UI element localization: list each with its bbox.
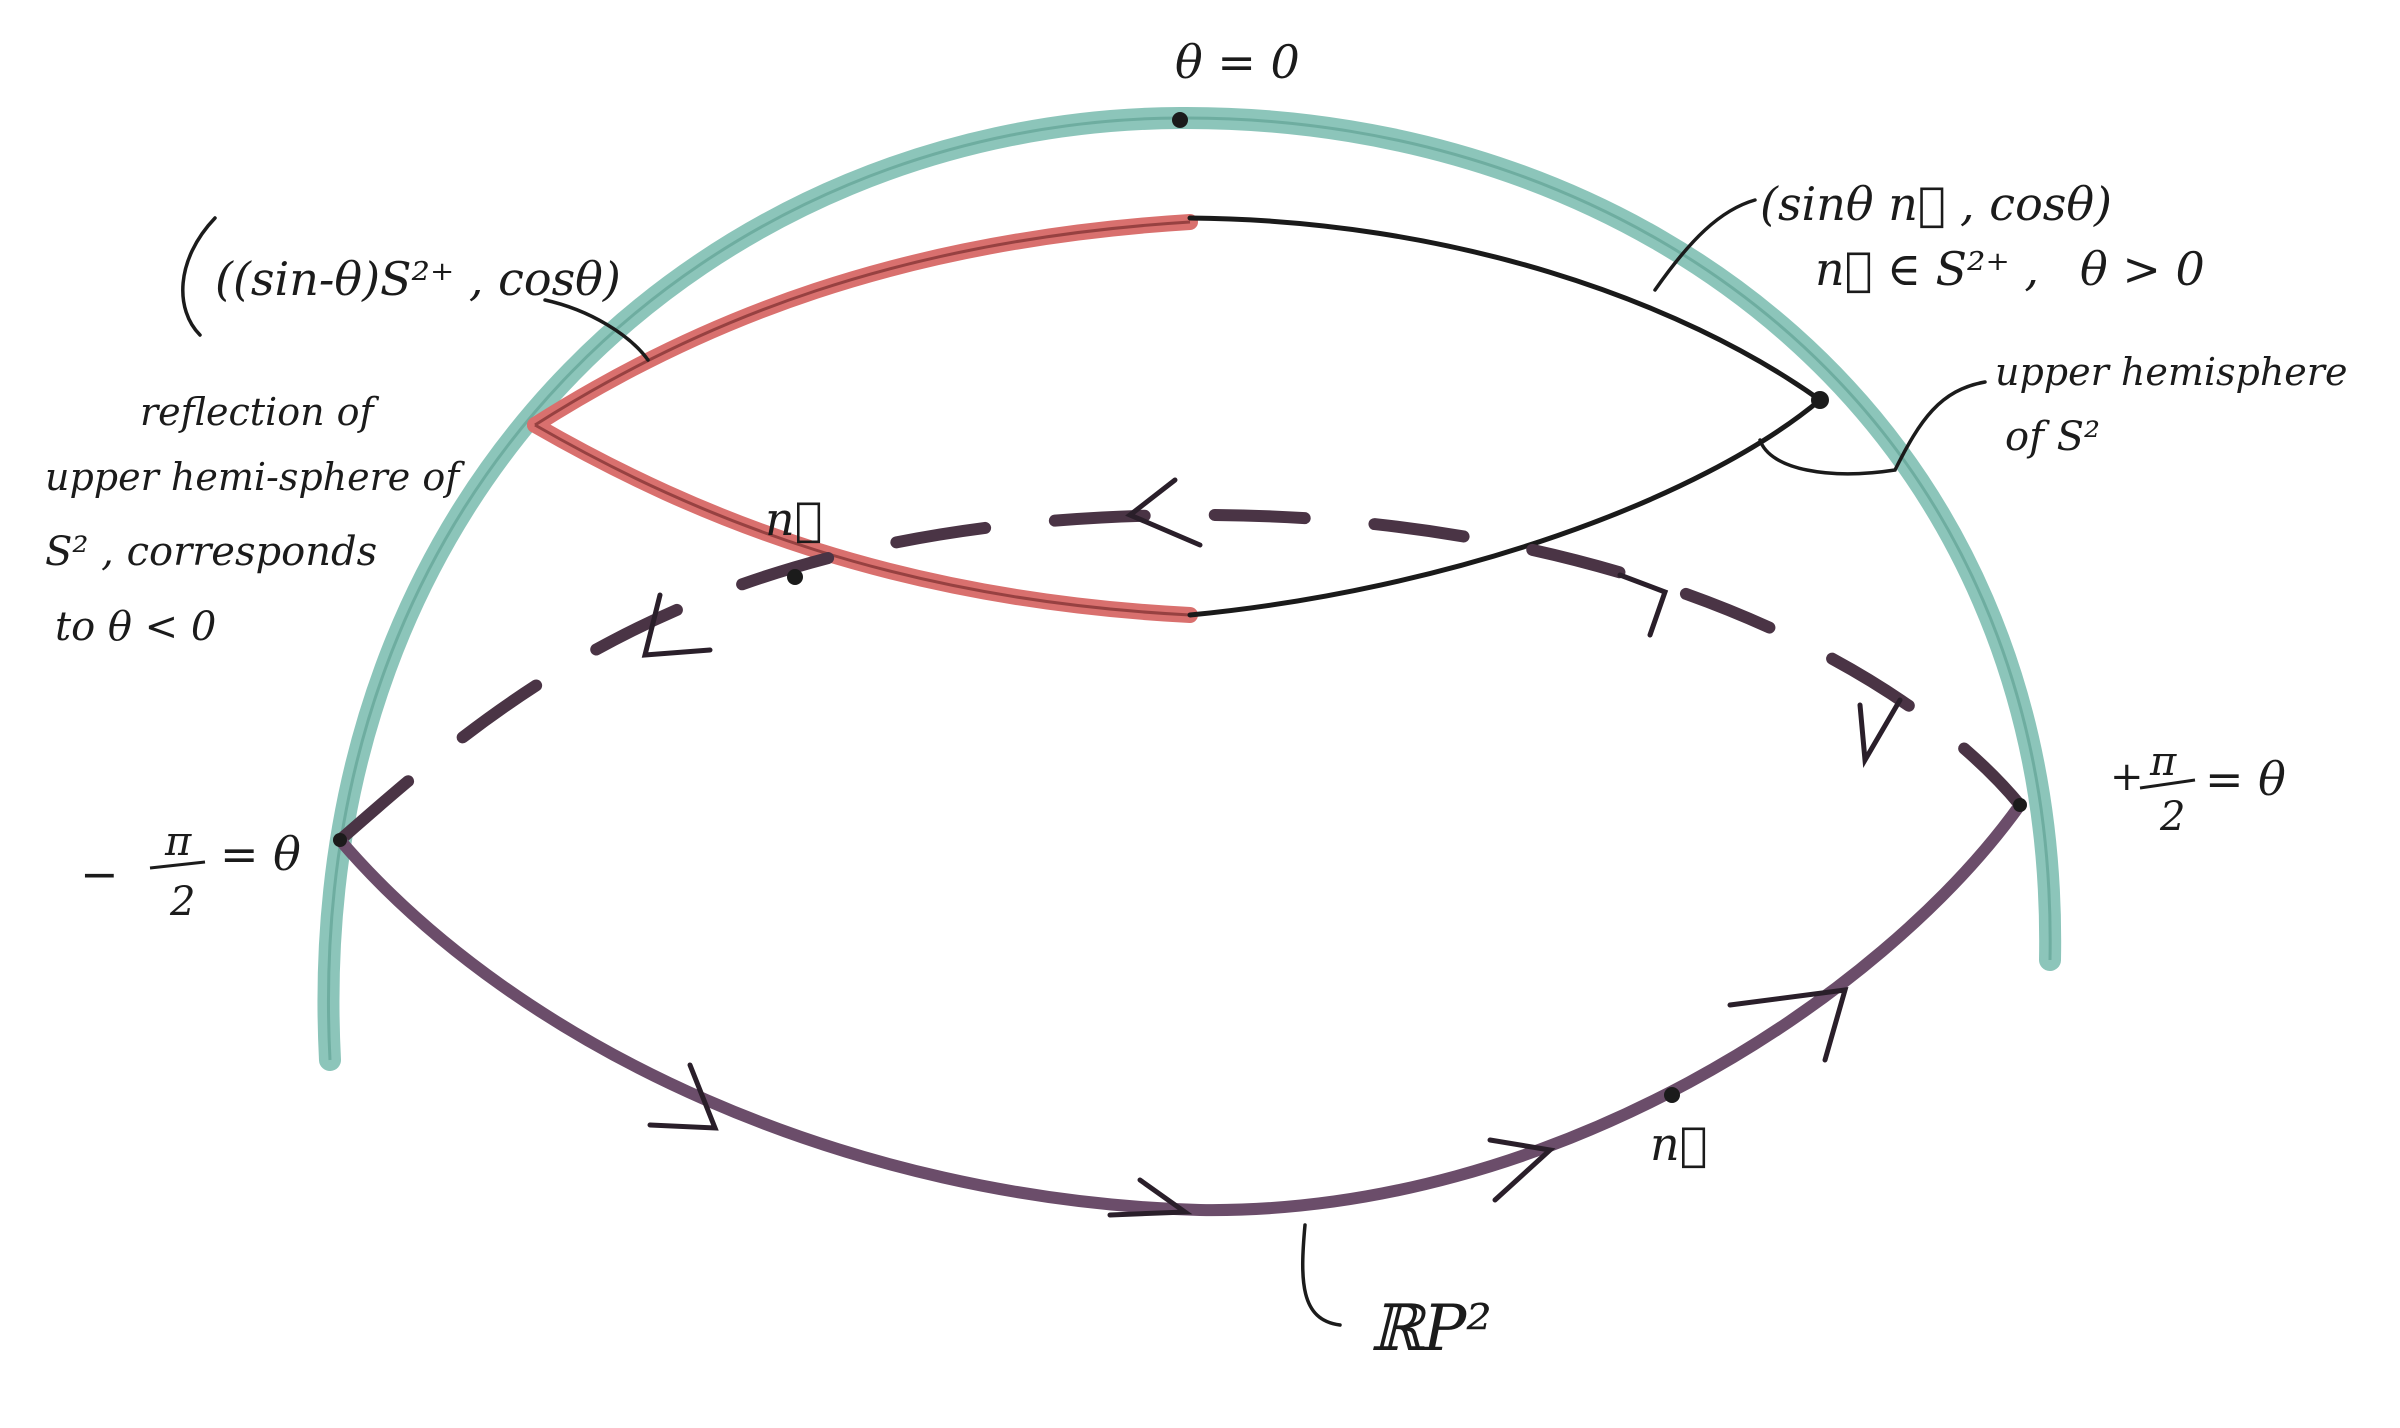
black-upper-curve [1187,215,1823,403]
label-top-right-cond-n: n⃗ ∈ S²⁺ , [1815,242,2039,296]
left-angle-bar [149,860,206,870]
left-angle-sign: − [80,847,119,901]
label-left-angle: − π 2 = θ [80,819,301,925]
right-angle-eq: = θ [2205,752,2286,806]
dashed-back-curve [334,508,2026,846]
arrow-front-3 [1487,1137,1556,1203]
left-vertex-point [333,833,347,847]
arrow-back-4 [1857,697,1903,769]
black-lower-curve [1187,397,1823,618]
arrow-front-4 [1727,987,1849,1063]
n-vec-bottom-point [1664,1087,1680,1103]
label-n-vec-bottom: n⃗ [1650,1117,1707,1171]
label-top-right-cond-theta: θ > 0 [2080,242,2205,296]
label-top-theta: θ = 0 [1175,35,1300,89]
front-arrows [647,987,1849,1218]
label-top-right-point: (sinθ n⃗ , cosθ) [1760,177,2112,231]
n-vec-top-point [787,569,803,585]
arrow-front-2 [1107,1177,1193,1218]
label-reflection-line1: reflection of [140,390,380,434]
leader-upper-hemi [1758,380,1987,476]
leader-top-right [1653,198,1757,292]
left-angle-eq: = θ [220,827,301,881]
leader-top-left [543,298,650,362]
right-angle-num: π [2149,739,2177,785]
left-angle-num: π [164,819,192,865]
back-arrows [641,477,1903,769]
right-angle-sign: + [2110,754,2144,800]
label-rp2: ℝP² [1370,1292,1492,1366]
arrow-front-1 [647,1062,719,1131]
arrow-back-2 [1125,477,1203,548]
black-lens-vertex [1811,391,1829,409]
leader-lines [181,198,1987,1327]
front-purple-curve [334,799,2026,1217]
red-curve-ink [534,220,1191,617]
arrow-back-3 [1617,572,1669,638]
leader-rp2 [1300,1223,1342,1327]
left-angle-den: 2 [169,879,195,925]
label-top-left-point: ((sin-θ)S²⁺ , cosθ) [215,252,621,306]
leader-top-left-paren [181,216,217,337]
label-upper-hemi-line1: upper hemisphere [1995,350,2347,394]
right-angle-den: 2 [2159,794,2185,840]
right-vertex-point [2013,798,2027,812]
label-reflection-line4: to θ < 0 [55,604,216,650]
right-angle-bar [2139,778,2196,790]
label-right-angle: + π 2 = θ [2110,739,2286,840]
label-reflection-line2: upper hemi-sphere of [45,455,465,499]
label-n-vec-top: n⃗ [765,492,822,546]
top-point [1172,112,1188,128]
label-upper-hemi-line2: of S² [2005,414,2100,460]
arrow-back-1 [641,592,713,658]
label-reflection-line3: S² , corresponds [45,529,377,575]
